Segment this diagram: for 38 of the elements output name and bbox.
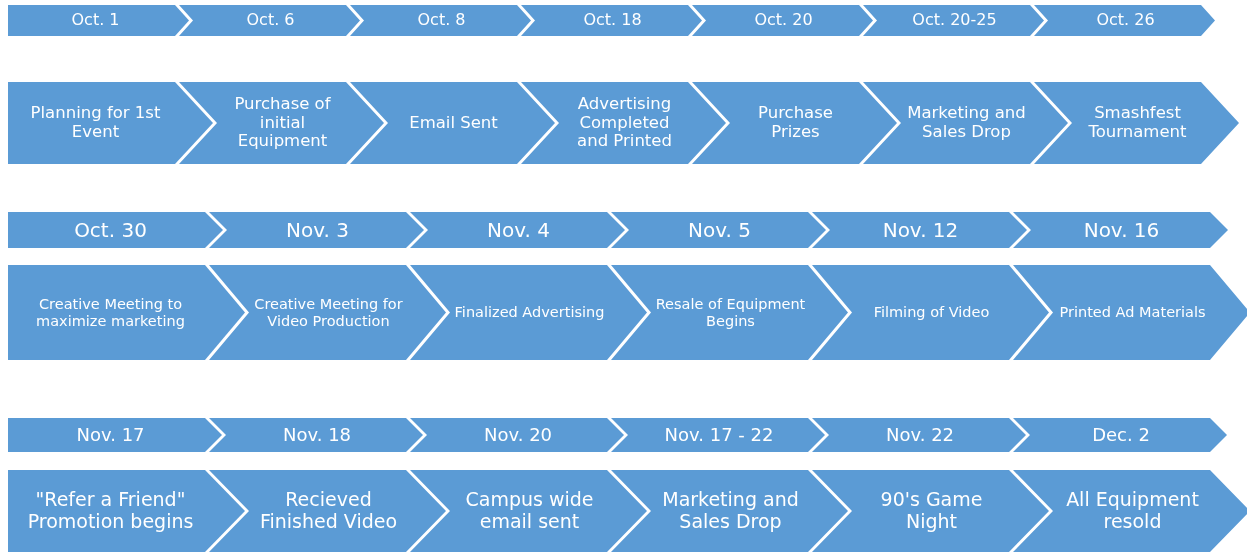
date-step: Nov. 17 - 22 [611, 418, 825, 452]
process-step: Smashfest Tournament [1034, 82, 1239, 164]
process-step: Resale of Equipment Begins [611, 265, 848, 360]
date-step: Nov. 5 [611, 212, 826, 248]
process-step: Creative Meeting to maximize marketing [8, 265, 245, 360]
date-step: Nov. 16 [1013, 212, 1228, 248]
process-step: Planning for 1st Event [8, 82, 213, 164]
process-step: Finalized Advertising [410, 265, 647, 360]
date-step: Oct. 18 [521, 5, 702, 36]
date-step: Nov. 4 [410, 212, 625, 248]
date-step: Dec. 2 [1013, 418, 1227, 452]
date-step: Oct. 8 [350, 5, 531, 36]
date-step: Oct. 20 [692, 5, 873, 36]
date-step: Oct. 6 [179, 5, 360, 36]
date-step: Nov. 22 [812, 418, 1026, 452]
date-step: Nov. 20 [410, 418, 624, 452]
date-step: Oct. 26 [1034, 5, 1215, 36]
process-step: Advertising Completed and Printed [521, 82, 726, 164]
date-step: Nov. 17 [8, 418, 222, 452]
process-step: Purchase of initial Equipment [179, 82, 384, 164]
process-step: Marketing and Sales Drop [863, 82, 1068, 164]
process-step: All Equipment resold [1013, 470, 1247, 552]
date-step: Oct. 30 [8, 212, 223, 248]
process-step: Campus wide email sent [410, 470, 647, 552]
process-step: Filming of Video [812, 265, 1049, 360]
process-step: Recieved Finished Video [209, 470, 446, 552]
process-step: Purchase Prizes [692, 82, 897, 164]
process-step: Creative Meeting for Video Production [209, 265, 446, 360]
date-step: Nov. 18 [209, 418, 423, 452]
date-step: Nov. 3 [209, 212, 424, 248]
process-step: Marketing and Sales Drop [611, 470, 848, 552]
process-step: Email Sent [350, 82, 555, 164]
date-step: Nov. 12 [812, 212, 1027, 248]
date-step: Oct. 20-25 [863, 5, 1044, 36]
process-step: Printed Ad Materials [1013, 265, 1247, 360]
process-step: 90's Game Night [812, 470, 1049, 552]
date-step: Oct. 1 [8, 5, 189, 36]
process-step: "Refer a Friend" Promotion begins [8, 470, 245, 552]
